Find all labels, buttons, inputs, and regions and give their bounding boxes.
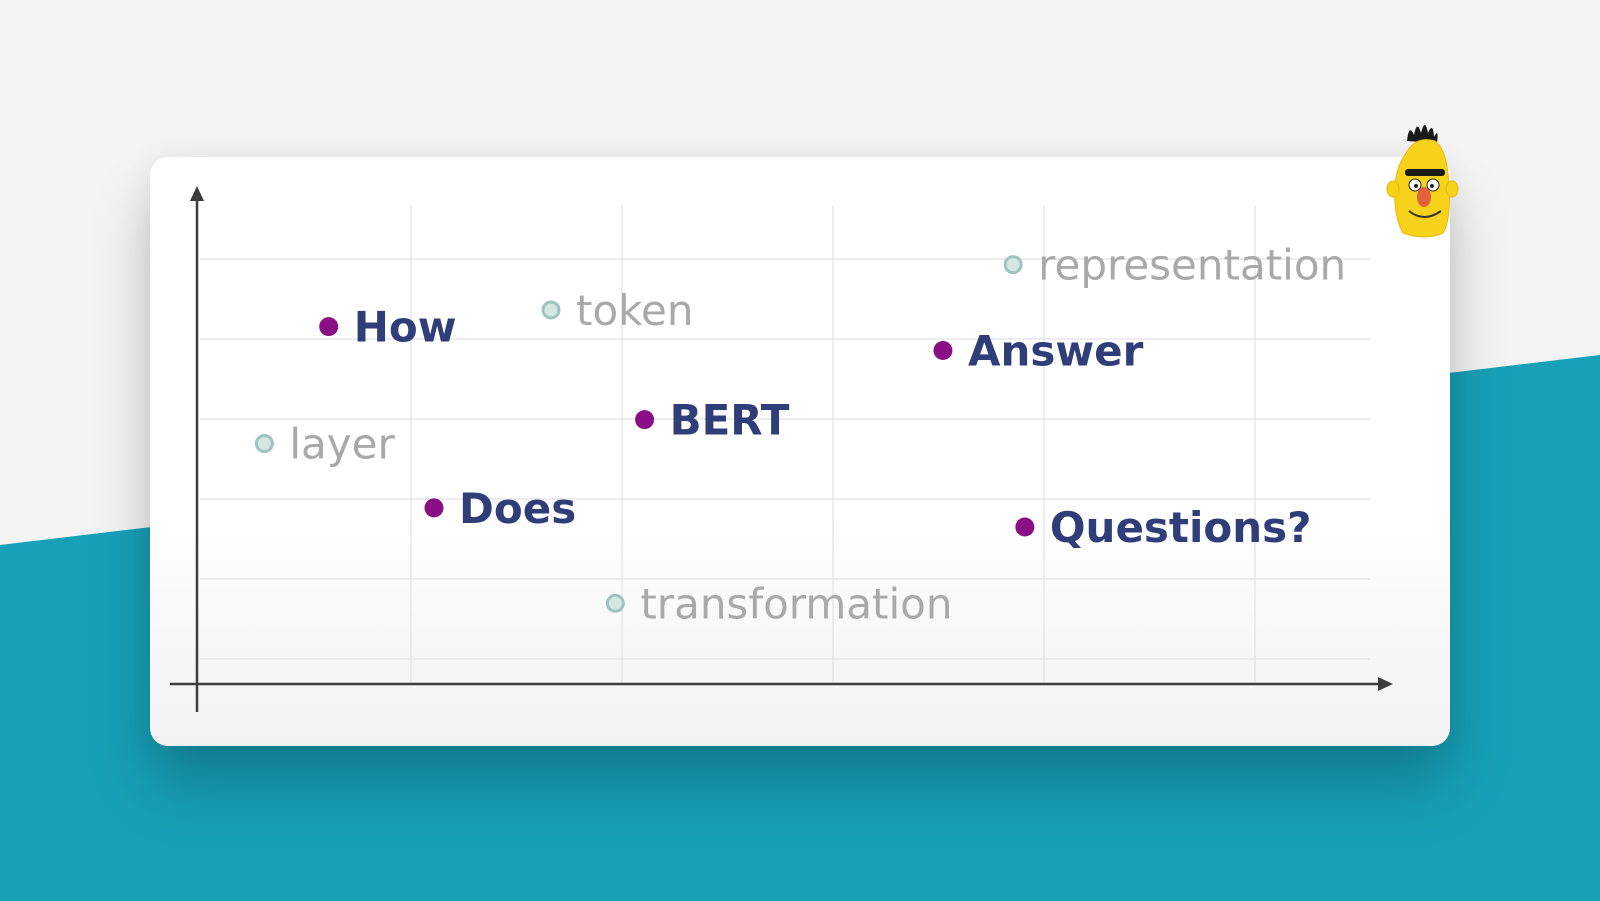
point-label-representation: representation bbox=[1038, 241, 1346, 290]
point-answer bbox=[933, 340, 953, 360]
point-representation bbox=[1003, 255, 1023, 275]
point-token bbox=[541, 300, 561, 320]
point-label-token: token bbox=[576, 286, 693, 335]
axes bbox=[170, 186, 1393, 712]
point-does bbox=[424, 498, 444, 518]
point-label-questions: Questions? bbox=[1050, 503, 1312, 552]
point-label-answer: Answer bbox=[968, 326, 1144, 375]
point-label-bert: BERT bbox=[670, 396, 790, 445]
point-transformation bbox=[605, 593, 625, 613]
y-axis-arrow bbox=[190, 186, 204, 201]
point-questions bbox=[1015, 517, 1035, 537]
bert-character-icon bbox=[1386, 125, 1459, 238]
gridlines bbox=[200, 205, 1370, 682]
x-axis-arrow bbox=[1378, 677, 1393, 691]
point-label-transformation: transformation bbox=[640, 579, 952, 628]
point-layer bbox=[254, 434, 274, 453]
point-how bbox=[319, 317, 339, 337]
point-label-how: How bbox=[354, 303, 457, 352]
point-bert bbox=[635, 410, 655, 430]
point-label-layer: layer bbox=[289, 420, 395, 469]
point-label-does: Does bbox=[459, 484, 576, 533]
